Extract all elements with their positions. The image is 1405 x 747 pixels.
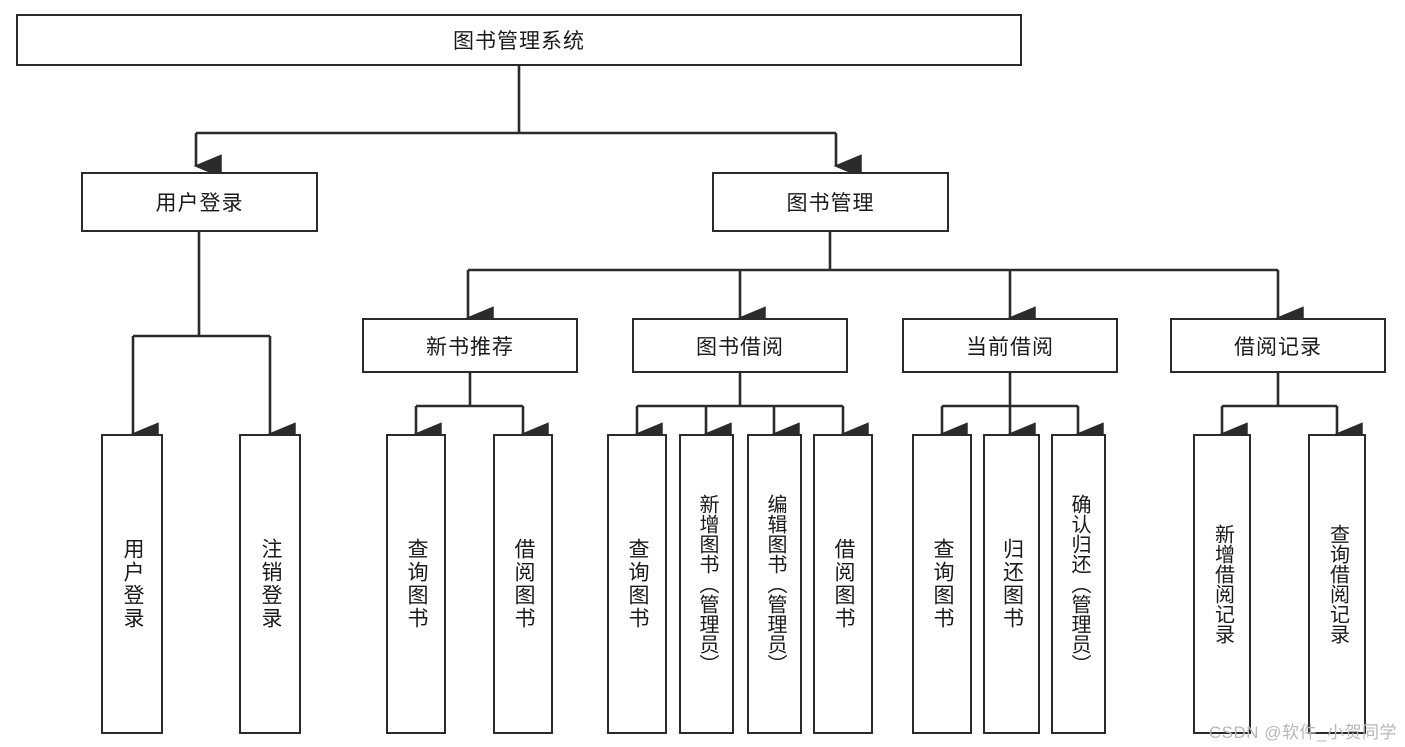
node-root-system[interactable]: 图书管理系统 — [16, 14, 1022, 66]
leaf-borrow-query-book[interactable]: 查询图书 — [607, 434, 667, 734]
leaf-label: 确认归还（管理员） — [1068, 494, 1090, 674]
leaf-current-query-book[interactable]: 查询图书 — [912, 434, 972, 734]
leaf-new-book-query[interactable]: 查询图书 — [386, 434, 446, 734]
leaf-user-login-signin[interactable]: 用户登录 — [101, 434, 163, 734]
leaf-current-return-book[interactable]: 归还图书 — [983, 434, 1040, 734]
node-borrow-records[interactable]: 借阅记录 — [1170, 318, 1386, 373]
node-user-login[interactable]: 用户登录 — [81, 172, 318, 232]
leaf-borrow-borrow-book[interactable]: 借阅图书 — [813, 434, 873, 734]
node-book-management[interactable]: 图书管理 — [712, 172, 949, 232]
leaf-borrow-edit-book-admin[interactable]: 编辑图书（管理员） — [747, 434, 802, 734]
leaf-label: 归还图书 — [1000, 538, 1024, 630]
leaf-label: 查询图书 — [405, 538, 429, 630]
leaf-label: 新增借阅记录 — [1211, 524, 1234, 644]
leaf-label: 借阅图书 — [512, 538, 536, 630]
watermark-text: CSDN @软件_小贺同学 — [1208, 723, 1397, 742]
leaf-label: 编辑图书（管理员） — [764, 494, 786, 674]
leaf-label: 用户登录 — [121, 538, 145, 630]
leaf-records-query-record[interactable]: 查询借阅记录 — [1308, 434, 1366, 734]
leaf-label: 查询图书 — [626, 538, 650, 630]
leaf-records-add-record[interactable]: 新增借阅记录 — [1193, 434, 1251, 734]
node-current-borrow[interactable]: 当前借阅 — [902, 318, 1118, 373]
leaf-label: 借阅图书 — [832, 538, 856, 630]
leaf-label: 新增图书（管理员） — [696, 494, 718, 674]
node-book-borrow[interactable]: 图书借阅 — [632, 318, 848, 373]
leaf-user-login-signout[interactable]: 注销登录 — [239, 434, 301, 734]
leaf-borrow-add-book-admin[interactable]: 新增图书（管理员） — [679, 434, 734, 734]
leaf-label: 查询图书 — [931, 538, 955, 630]
leaf-label: 查询借阅记录 — [1326, 524, 1349, 644]
leaf-label: 注销登录 — [259, 538, 283, 630]
leaf-current-confirm-return-admin[interactable]: 确认归还（管理员） — [1051, 434, 1106, 734]
leaf-new-book-borrow[interactable]: 借阅图书 — [493, 434, 553, 734]
node-new-book-recommend[interactable]: 新书推荐 — [362, 318, 578, 373]
